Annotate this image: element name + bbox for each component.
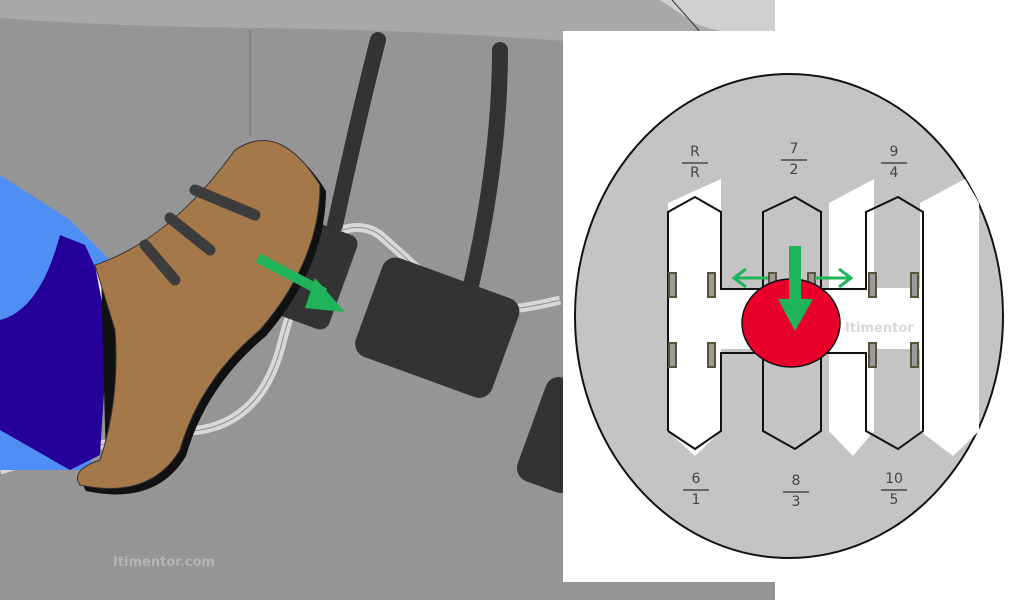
site-watermark: Itimentor.com [113,555,215,570]
diagram-watermark: Itimentor [845,321,914,336]
shift-gate-graphic [574,73,1004,559]
press-direction-arrow [255,253,345,312]
